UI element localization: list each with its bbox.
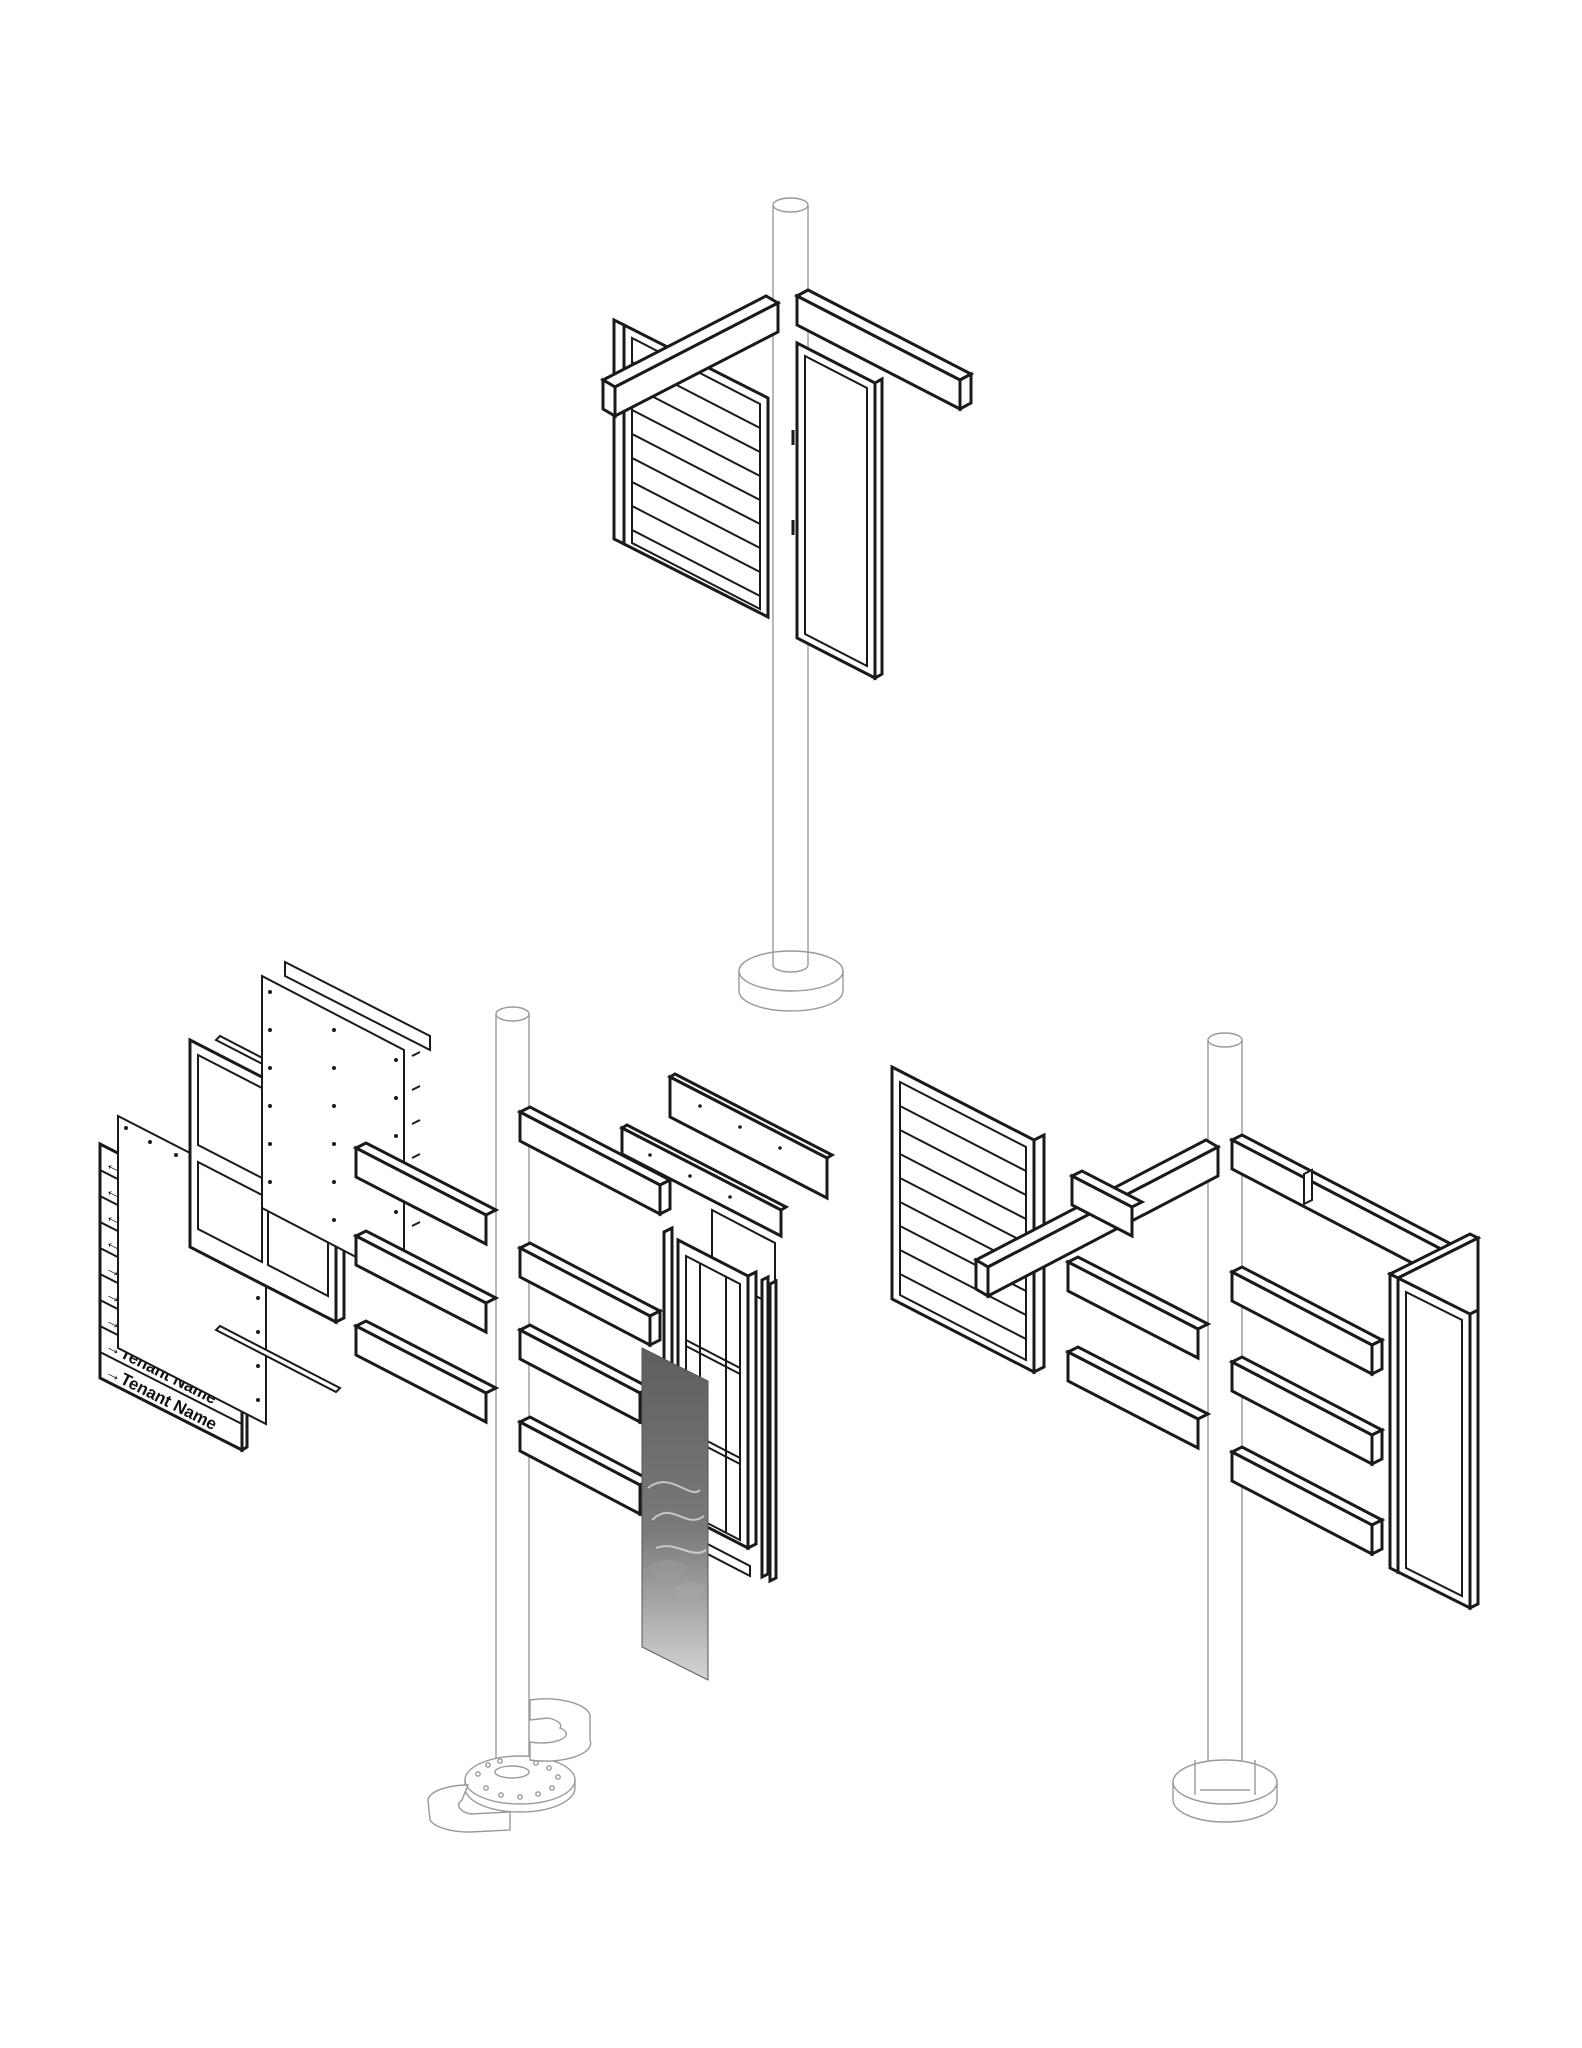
- left-lower-arms-right-assembly: [1064, 1255, 1212, 1451]
- assembled-sign-top: [599, 197, 975, 1012]
- exploded-sign-left: ←Tenant Name←Tenant Name←Tenant Name←Ten…: [98, 960, 836, 1833]
- tall-panel-top: [791, 340, 884, 681]
- assembled-sign-right: [890, 1032, 1482, 1823]
- left-arm-right-assembly: [972, 1138, 1222, 1299]
- left-arm-top: [599, 294, 782, 419]
- right-arm-top: [793, 288, 975, 412]
- slatted-panel-right: [890, 1064, 1046, 1375]
- right-arms-right-assembly: [1228, 1133, 1478, 1557]
- top-rails-exploded: [618, 1072, 836, 1239]
- graphic-panel: [641, 1347, 709, 1681]
- tall-panel-right: [1386, 1232, 1482, 1611]
- pole-right: [1172, 1032, 1278, 1823]
- left-arms-exploded: [352, 1141, 500, 1425]
